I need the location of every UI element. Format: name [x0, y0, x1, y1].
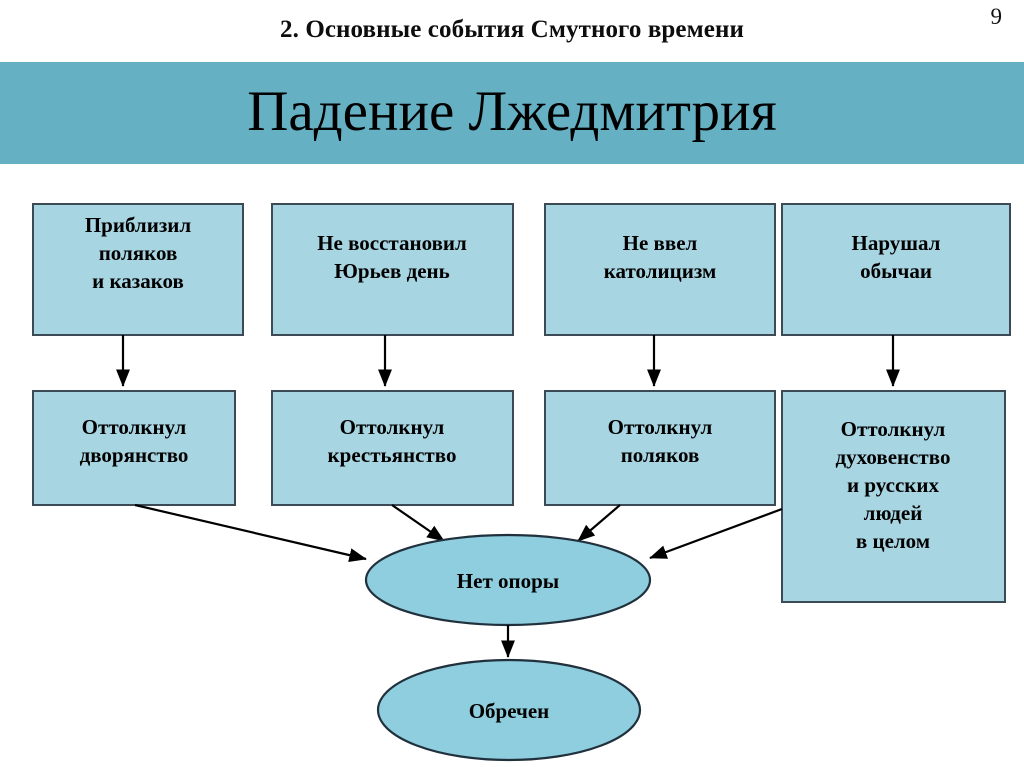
- outcome-no-support-label: Нет опоры: [457, 569, 559, 593]
- cause-box-1[interactable]: Приблизил поляков и казаков: [32, 203, 244, 336]
- cause-box-4[interactable]: Нарушал обычаи: [781, 203, 1011, 336]
- effect-box-4[interactable]: Оттолкнул духовенство и русских людей в …: [781, 390, 1006, 603]
- effect-box-3[interactable]: Оттолкнул поляков: [544, 390, 776, 506]
- arrow-effect1-to-no-support: [134, 503, 367, 563]
- flow-diagram: Приблизил поляков и казаков Не восстанов…: [32, 203, 1011, 762]
- effect-box-1-line-1: Оттолкнул: [82, 415, 187, 439]
- arrow-effect2-to-no-support: [391, 504, 445, 542]
- effect-box-1[interactable]: Оттолкнул дворянство: [32, 390, 236, 506]
- effect-box-4-line-5: в целом: [856, 529, 930, 553]
- effect-box-4-line-3: и русских: [847, 473, 939, 497]
- effect-box-2-line-1: Оттолкнул: [340, 415, 445, 439]
- effect-box-2-line-2: крестьянство: [328, 443, 457, 467]
- outcome-no-support[interactable]: Нет опоры: [364, 533, 652, 627]
- cause-box-4-line-1: Нарушал: [852, 231, 941, 255]
- page-number: 9: [990, 4, 1003, 29]
- cause-box-1-line-3: и казаков: [92, 269, 184, 293]
- arrow-effect4-to-no-support: [649, 507, 783, 560]
- cause-box-3[interactable]: Не ввел католицизм: [544, 203, 776, 336]
- slide-header: 2. Основные события Смутного времени 9: [0, 0, 1024, 62]
- cause-box-3-line-2: католицизм: [604, 259, 717, 283]
- effect-box-4-line-1: Оттолкнул: [841, 417, 946, 441]
- arrow-effect3-to-no-support: [577, 504, 621, 542]
- effect-box-1-line-2: дворянство: [80, 443, 189, 467]
- cause-box-3-line-1: Не ввел: [623, 231, 698, 255]
- cause-box-2[interactable]: Не восстановил Юрьев день: [271, 203, 514, 336]
- effect-box-3-line-2: поляков: [621, 443, 700, 467]
- cause-box-4-line-2: обычаи: [860, 259, 932, 283]
- outcome-doomed-label: Обречен: [469, 699, 550, 723]
- effect-box-4-line-4: людей: [864, 501, 923, 525]
- effect-box-3-line-1: Оттолкнул: [608, 415, 713, 439]
- cause-box-1-line-1: Приблизил: [85, 213, 192, 237]
- cause-box-2-line-1: Не восстановил: [317, 231, 467, 255]
- page-title: Падение Лжедмитрия: [247, 79, 777, 143]
- cause-box-2-line-2: Юрьев день: [334, 259, 450, 283]
- title-band: Падение Лжедмитрия: [0, 62, 1024, 164]
- cause-box-1-line-2: поляков: [99, 241, 178, 265]
- outcome-doomed[interactable]: Обречен: [376, 658, 642, 762]
- effect-box-4-line-2: духовенство: [836, 445, 951, 469]
- effect-box-2[interactable]: Оттолкнул крестьянство: [271, 390, 514, 506]
- header-title: 2. Основные события Смутного времени: [280, 16, 744, 43]
